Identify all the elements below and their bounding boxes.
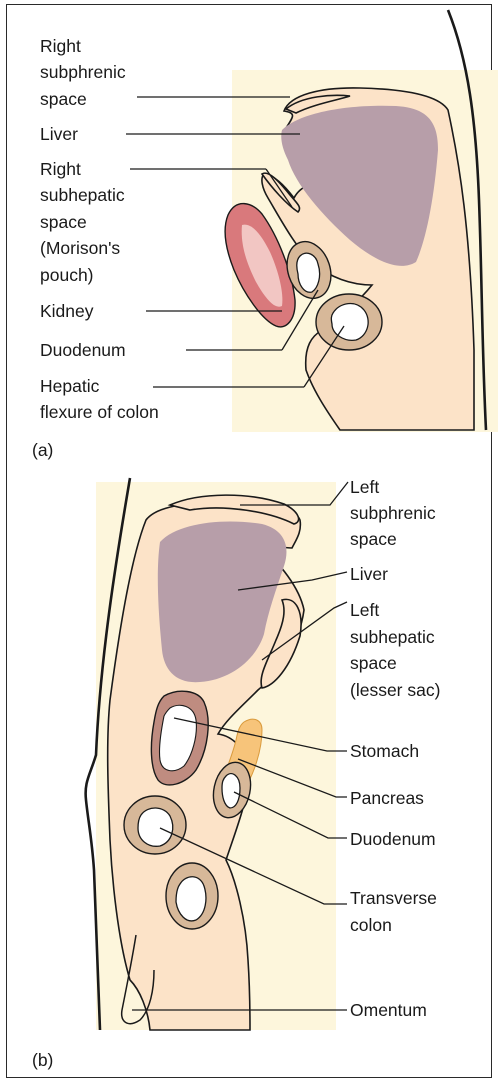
label-omentum: Omentum xyxy=(350,1000,427,1020)
panel-b-transverse-colon-upper xyxy=(124,796,186,854)
label-hepatic-flexure-line2: flexure of colon xyxy=(40,402,159,422)
label-hepatic-flexure-line1: Hepatic xyxy=(40,376,100,396)
label-right-subphrenic-line3: space xyxy=(40,89,87,109)
panel-a: Right subphrenic space Liver Right subhe… xyxy=(32,10,498,460)
label-left-subhepatic-line1: Left xyxy=(350,600,379,620)
label-left-subhepatic-line4: (lesser sac) xyxy=(350,680,440,700)
label-pancreas: Pancreas xyxy=(350,788,424,808)
panel-b: Left subphrenic space Liver Left subhepa… xyxy=(32,477,440,1070)
label-left-subhepatic-line2: subhepatic xyxy=(350,627,435,647)
label-right-subphrenic-line1: Right xyxy=(40,36,81,56)
label-left-subphrenic-line2: subphrenic xyxy=(350,503,436,523)
label-transverse-colon-line2: colon xyxy=(350,915,392,935)
label-left-subphrenic-line1: Left xyxy=(350,477,379,497)
label-left-subhepatic-line3: space xyxy=(350,653,397,673)
label-liver-b: Liver xyxy=(350,564,388,584)
label-right-subhepatic-line2: subhepatic xyxy=(40,185,125,205)
label-transverse-colon-line1: Transverse xyxy=(350,888,437,908)
label-duodenum-b: Duodenum xyxy=(350,829,436,849)
label-right-subhepatic-line5: pouch) xyxy=(40,265,94,285)
label-kidney: Kidney xyxy=(40,301,94,321)
panel-a-label-group: Right subphrenic space Liver Right subhe… xyxy=(32,36,159,460)
label-left-subphrenic-line3: space xyxy=(350,529,397,549)
label-right-subhepatic-line4: (Morison's xyxy=(40,238,120,258)
label-right-subhepatic-line1: Right xyxy=(40,159,81,179)
panel-b-transverse-colon-lower xyxy=(166,863,218,929)
label-right-subhepatic-line3: space xyxy=(40,212,87,232)
label-stomach: Stomach xyxy=(350,741,419,761)
panel-b-letter: (b) xyxy=(32,1050,53,1070)
label-liver-a: Liver xyxy=(40,124,78,144)
label-right-subphrenic-line2: subphrenic xyxy=(40,62,126,82)
label-duodenum-a: Duodenum xyxy=(40,340,126,360)
panel-a-hepatic-flexure-of-colon xyxy=(316,294,382,350)
panel-a-letter: (a) xyxy=(32,440,53,460)
